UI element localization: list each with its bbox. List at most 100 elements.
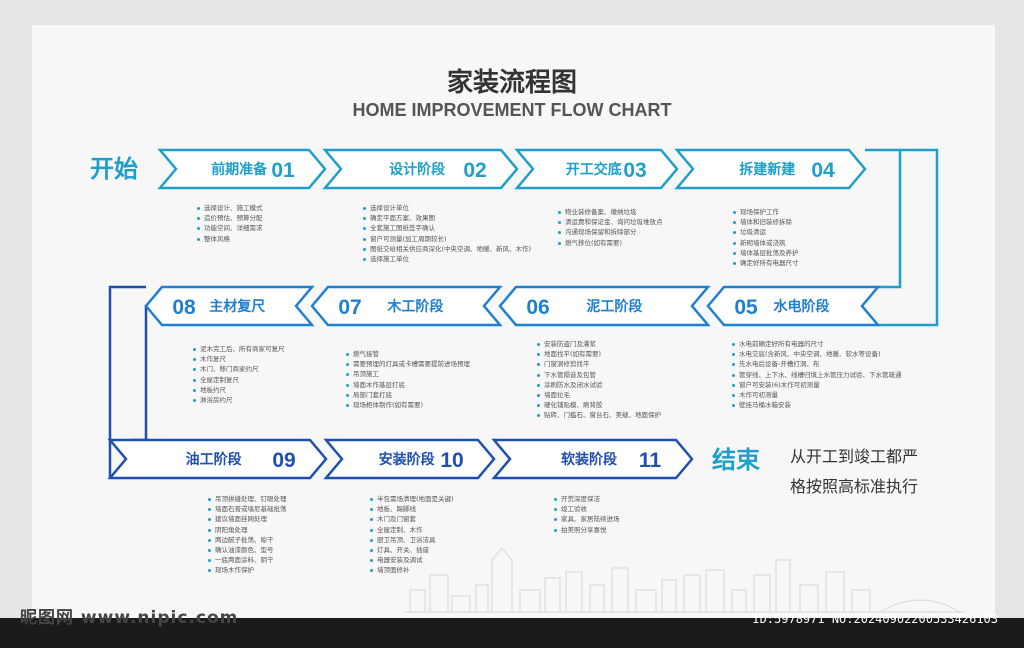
end-description-line-2: 格按照高标准执行 [790,477,919,496]
stage-note-item: 墙面拉毛 [536,390,661,400]
stage-note-item: 现场木作保护 [207,565,287,575]
stage-note-item: 墙面木作基层打底 [345,380,470,390]
page-subtitle: HOME IMPROVEMENT FLOW CHART [352,100,672,120]
end-description: 从开工到竣工都严 格按照高标准执行 [790,442,918,502]
stage-note-item: 下水管隔音及包管 [536,370,661,380]
stage-name: 泥工阶段 [586,298,642,315]
stage-notes-07: 燃气接管需要预埋的灯具或卡槽需要提前进场预埋吊顶施工墙面木作基层打底局部门套打底… [345,349,470,410]
stage-number: 11 [639,449,662,472]
stage-note-item: 建议墙面挂网处理 [207,514,287,524]
stage-arrow-shape [107,438,328,480]
stage-note-item: 窗户可安装(6)木作可初测量 [731,380,902,390]
footer-bar [0,618,1024,648]
stage-arrow-06: 泥工阶段 06 [498,285,711,327]
stage-notes-06: 安装防盗门及灌浆地面找平(如有需要)门窗洞修剪找平下水管隔音及包管涂刷防水及闭水… [536,339,661,421]
stage-note-item: 地面找平(如有需要) [536,349,661,359]
stage-note-item: 安装防盗门及灌浆 [536,339,661,349]
stage-arrow-shape [310,285,503,327]
stage-note-item: 选择设计、施工模式 [196,203,263,213]
stage-note-item: 全套施工图纸签字确认 [362,223,531,233]
stage-note-item: 水电前确定好所有电器的尺寸 [731,339,902,349]
stage-note-item: 确定平面方案、效果图 [362,213,531,223]
stage-note-item: 功能空间、详细需求 [196,223,263,233]
stage-note-item: 全屋定制复尺 [192,375,285,385]
stage-note-item: 物业装修备案、缴纳垃圾 [557,207,663,217]
stage-note-item: 电器安装及调试 [369,555,454,565]
stage-note-item: 半包需场清理(地面是关键) [369,494,454,504]
city-skyline-decoration [405,547,965,613]
stage-note-item: 水电交底(含新风、中央空调、地暖、软水等设备) [731,349,902,359]
stage-note-item: 木门及门窗套 [369,514,454,524]
stage-name: 主材复尺 [209,298,265,315]
stage-note-item: 整体风格 [196,234,263,244]
stage-number: 09 [272,449,295,472]
stage-arrow-shape [323,438,496,480]
stage-note-item: 吊顶拼缝处理、钉眼处理 [207,494,287,504]
stage-note-item: 竣工验收 [553,504,620,514]
stage-notes-01: 选择设计、施工模式造价预估、预算分配功能空间、详细需求整体风格 [196,203,263,244]
stage-note-item: 地板约尺 [192,385,285,395]
stage-note-item: 燃气移位(如有需要) [557,238,663,248]
stage-note-item: 涂刷防水及闭水试验 [536,380,661,390]
stage-name: 开工交底 [566,161,622,178]
stage-note-item: 选择施工单位 [362,254,531,264]
stage-note-item: 木门、移门商家约尺 [192,364,285,374]
stage-arrow-shape [491,438,694,480]
stage-note-item: 图纸交给相关供应商深化(中央空调、地暖、新风、木作) [362,244,531,254]
watermark-left: 昵图网 www.nipic.com [20,608,239,628]
stage-note-item: 管穿线、上下水、线槽归填上水管压力试验、下水管疏通 [731,370,902,380]
stage-note-item: 全屋定制、木作 [369,525,454,535]
stage-name: 安装阶段 [379,451,435,468]
stage-notes-10: 半包需场清理(地面是关键)地板、踢脚线木门及门窗套全屋定制、木作厨卫吊顶、卫浴洁… [369,494,454,576]
stage-arrow-shape [674,148,867,190]
stage-name: 油工阶段 [186,451,242,468]
stage-note-item: 确认油漆颜色、型号 [207,545,287,555]
stage-notes-09: 吊顶拼缝处理、钉眼处理墙面石膏或墙尼基础批荡建议墙面挂网处理阴阳角处理两边腻子批… [207,494,287,576]
connector-right-inner [878,150,902,289]
stage-arrow-shape [322,148,519,190]
stage-number: 06 [526,296,549,319]
stage-note-item: 需要预埋的灯具或卡槽需要提前进场预埋 [345,359,470,369]
stage-note-item: 灯具、开关、插座 [369,545,454,555]
stage-arrow-09: 油工阶段 09 [107,438,328,480]
stage-arrow-shape [706,285,881,327]
end-label: 结束 [712,446,760,474]
stage-notes-02: 选择设计单位确定平面方案、效果图全套施工图纸签字确认窗户可测量(加工周期较长)图… [362,203,531,264]
stage-note-item: 确定好所有电器尺寸 [732,258,799,268]
stage-note-item: 硬化铺贴模、刷背胶 [536,400,661,410]
stage-arrow-07: 木工阶段 07 [310,285,503,327]
stage-notes-11: 开荒深度保洁竣工验收家具、家居陆续进场拍美照分享喜悦 [553,494,620,535]
stage-number: 10 [440,449,463,472]
connector-left-inner [130,304,160,442]
stage-arrow-shape [514,148,679,190]
stage-note-item: 清运费和保证金、询问垃圾堆放点 [557,217,663,227]
stage-note-item: 垃圾清运 [732,227,799,237]
stage-arrow-10: 安装阶段 10 [323,438,496,480]
stage-number: 03 [623,159,646,182]
stage-note-item: 壁挂马桶水箱安装 [731,400,902,410]
page-title: 家装流程图 [446,68,577,98]
stage-name: 木工阶段 [386,298,443,315]
stage-note-item: 局部门套打底 [345,390,470,400]
end-description-line-1: 从开工到竣工都严 [790,447,919,466]
stage-notes-03: 物业装修备案、缴纳垃圾清运费和保证金、询问垃圾堆放点沟通现场保留和拆除部分燃气移… [557,207,663,248]
stage-note-item: 先水电后设备-开槽打洞、布 [731,359,902,369]
stage-notes-05: 水电前确定好所有电器的尺寸水电交底(含新风、中央空调、地暖、软水等设备)先水电后… [731,339,902,410]
stage-notes-08: 泥木完工后、所有商家可复尺木作复尺木门、移门商家约尺全屋定制复尺地板约尺淋浴房约… [192,344,285,405]
stage-note-item: 两边腻子批荡、晾干 [207,535,287,545]
stage-note-item: 沟通现场保留和拆除部分 [557,227,663,237]
stage-note-item: 阴阳角处理 [207,525,287,535]
stage-note-item: 现场柜体制作(如有需要) [345,400,470,410]
stage-number: 01 [271,159,295,182]
connector-left [108,285,146,478]
stage-name: 前期准备 [211,161,268,178]
stage-note-item: 窗户可测量(加工周期较长) [362,234,531,244]
stage-number: 07 [338,296,361,319]
stage-arrow-shape [498,285,711,327]
